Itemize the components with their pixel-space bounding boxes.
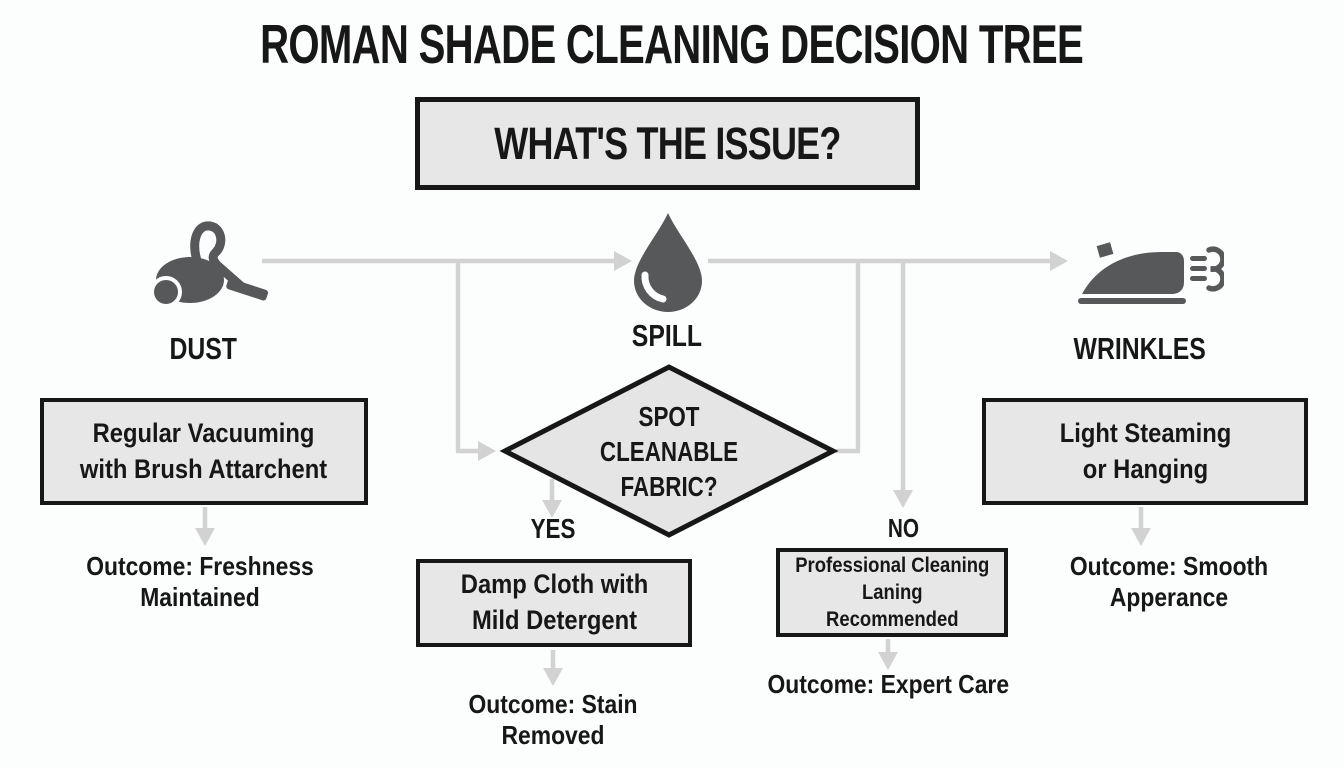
action-box-dust: Regular Vacuuming with Brush Attarchent xyxy=(40,398,368,505)
action-box-spill-no-text: Professional Cleaning Laning Recommended xyxy=(794,553,990,632)
branch-label-dust: DUST xyxy=(169,331,237,366)
action-box-spill-yes: Damp Cloth with Mild Detergent xyxy=(416,559,692,647)
page-title: ROMAN SHADE CLEANING DECISION TREE xyxy=(0,14,1344,74)
outcome-spill-yes: Outcome: Stain Removed xyxy=(468,689,638,750)
branch-label-wrinkles: WRINKLES xyxy=(1073,331,1207,366)
outcome-spill-no: Outcome: Expert Care xyxy=(767,669,1009,699)
page-title-text: ROMAN SHADE CLEANING DECISION TREE xyxy=(260,12,1085,75)
action-box-spill-no: Professional Cleaning Laning Recommended xyxy=(776,548,1008,637)
steam-iron-icon xyxy=(1076,230,1226,310)
action-box-spill-yes-text: Damp Cloth with Mild Detergent xyxy=(460,569,648,635)
vacuum-cleaner-icon xyxy=(146,218,272,312)
decision-diamond-shape xyxy=(499,364,839,538)
decision-diamond-label: SPOT CLEANABLE FABRIC? xyxy=(599,400,739,502)
action-box-wrinkles-text: Light Steaming or Hanging xyxy=(1059,417,1231,484)
root-question-text: WHAT'S THE ISSUE? xyxy=(494,117,841,169)
outcome-wrinkles: Outcome: Smooth Apperance xyxy=(1069,551,1269,612)
branch-label-spill: SPILL xyxy=(631,318,703,353)
yes-label: YES xyxy=(530,513,576,544)
no-label: NO xyxy=(887,513,919,543)
outcome-dust: Outcome: Freshness Maintained xyxy=(86,551,314,612)
action-box-wrinkles: Light Steaming or Hanging xyxy=(982,398,1308,505)
root-question-box: WHAT'S THE ISSUE? xyxy=(415,97,920,190)
action-box-dust-text: Regular Vacuuming with Brush Attarchent xyxy=(80,417,328,484)
water-drop-icon xyxy=(632,211,704,313)
